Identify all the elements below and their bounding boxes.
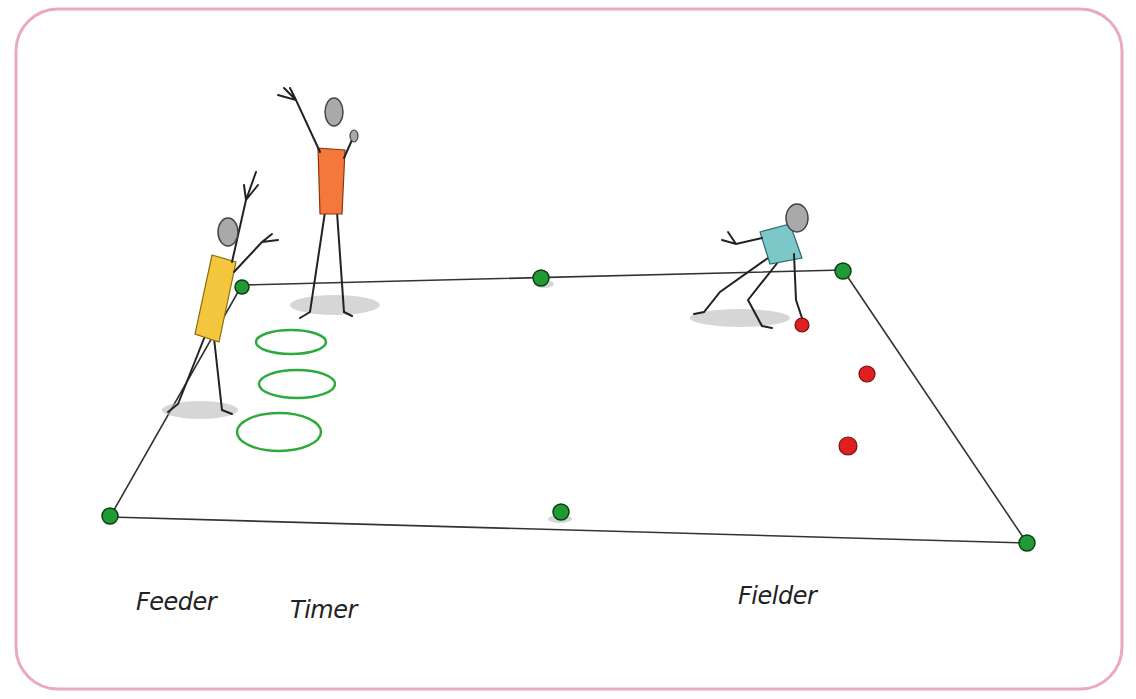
- figure-head: [786, 204, 808, 232]
- figure-leg: [168, 336, 205, 412]
- figure-body: [195, 255, 236, 342]
- figure-leg: [748, 262, 778, 328]
- cone-marker: [102, 508, 118, 524]
- figure-leg: [300, 212, 325, 318]
- shadow: [290, 295, 380, 315]
- cone-marker: [835, 263, 851, 279]
- cone-marker: [553, 504, 569, 520]
- cones: [102, 263, 1035, 551]
- figure-arm: [234, 234, 278, 272]
- fielder-figure: [694, 204, 808, 328]
- figure-shadows: [162, 280, 790, 523]
- ball: [795, 318, 809, 332]
- figure-arm: [722, 232, 762, 244]
- cone-marker: [235, 280, 249, 294]
- feeder-figure: [168, 172, 278, 414]
- role-label: Timer: [290, 596, 357, 624]
- ball: [859, 366, 875, 382]
- figure-arm: [794, 254, 802, 318]
- figure-arm: [344, 140, 352, 158]
- frame-border: [16, 9, 1122, 689]
- role-label: Fielder: [738, 582, 816, 610]
- stopwatch: [350, 130, 358, 142]
- figure-leg: [694, 258, 768, 314]
- figure-head: [218, 218, 238, 246]
- ball: [839, 437, 857, 455]
- hoop: [256, 330, 326, 354]
- cone-marker: [1019, 535, 1035, 551]
- figure-leg: [337, 212, 352, 316]
- hoops: [237, 330, 335, 451]
- balls: [795, 318, 875, 455]
- figure-leg: [214, 338, 232, 414]
- figure-arm: [278, 88, 320, 152]
- cone-marker: [533, 270, 549, 286]
- figure-body: [318, 148, 345, 214]
- figure-arm: [232, 172, 258, 262]
- field-outline: [110, 270, 1027, 543]
- hoop: [259, 370, 335, 398]
- figure-head: [325, 98, 343, 126]
- shadow: [162, 401, 238, 419]
- role-label: Feeder: [136, 588, 216, 616]
- hoop: [237, 413, 321, 451]
- timer-figure: [278, 88, 358, 318]
